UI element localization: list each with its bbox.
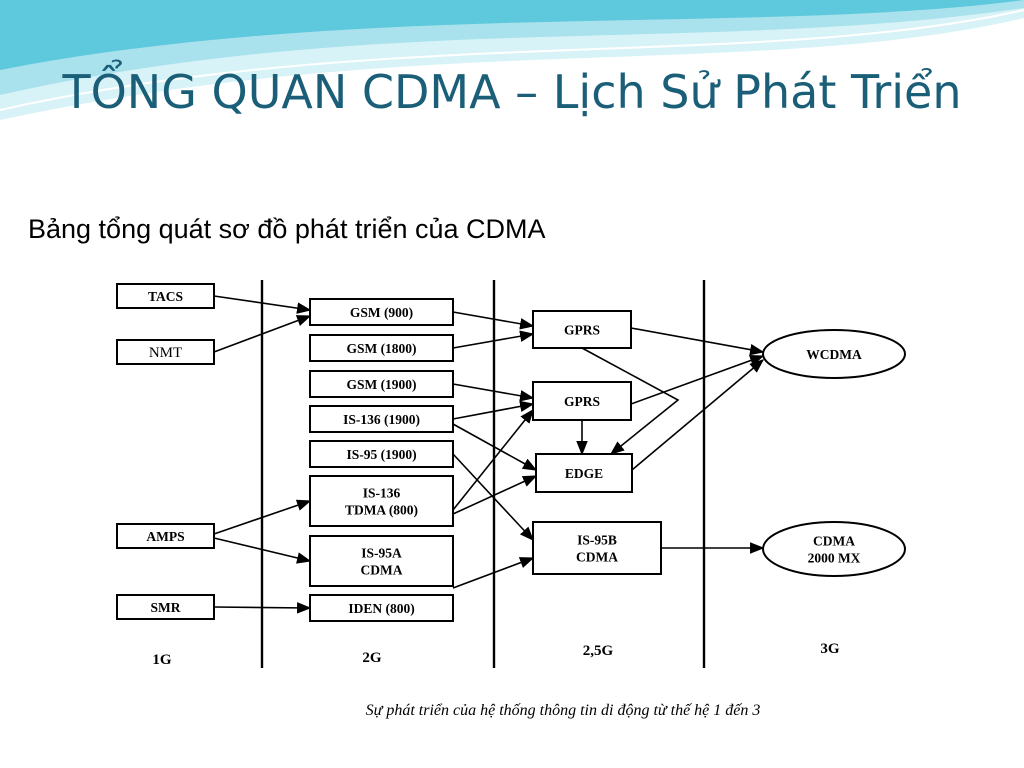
node-label: 2000 MX (808, 551, 861, 566)
node-shape (309, 370, 454, 398)
node-label: TDMA (800) (345, 503, 418, 518)
swoosh-band-strong (0, 0, 1024, 70)
arrow-gsm1900-to-gprs2 (452, 383, 535, 402)
arrow-smr-to-iden (213, 602, 312, 614)
node-label: SMR (151, 600, 181, 615)
node-label: WCDMA (806, 347, 862, 362)
node-label: AMPS (146, 529, 184, 544)
node-gprs1: GPRS (532, 310, 632, 349)
node-label: TACS (148, 289, 183, 304)
diagram-caption: Sự phát triển của hệ thống thông tin di … (366, 702, 761, 719)
node-label: GSM (1900) (346, 377, 416, 392)
arrow-gprs1-to-edge (581, 347, 680, 455)
node-gsm900: GSM (900) (309, 298, 454, 326)
node-is95-1900: IS-95 (1900) (309, 440, 454, 468)
arrow-edge-to-wcdma (631, 359, 765, 471)
diagram-canvas: TACS NMT AMPS SMR GSM (900) GSM (1800) GSM (19… (116, 280, 906, 719)
arrow-amps-to-is136_tdma (213, 499, 312, 535)
node-label: CDMA (576, 550, 618, 565)
node-shape (309, 334, 454, 362)
node-label: CDMA (813, 534, 855, 549)
node-shape (309, 475, 454, 527)
node-label: GPRS (564, 394, 600, 409)
arrow-gprs2-to-wcdma (630, 355, 765, 405)
cdma-evolution-diagram: TACS NMT AMPS SMR GSM (900) GSM (1800) GSM (19… (80, 270, 940, 740)
node-label: EDGE (565, 466, 603, 481)
arrow-is136_tdma-to-edge (452, 475, 538, 515)
node-is136-1900: IS-136 (1900) (309, 405, 454, 433)
node-wcdma: WCDMA (762, 329, 906, 379)
generation-label-2-5g: 2,5G (583, 643, 614, 659)
node-shape (309, 440, 454, 468)
generation-dividers (260, 280, 706, 668)
node-amps: AMPS (116, 523, 215, 549)
node-tacs: TACS (116, 283, 215, 309)
arrow-tacs-to-gsm900 (213, 295, 312, 314)
node-label: IS-95A (361, 546, 402, 561)
node-gsm1900: GSM (1900) (309, 370, 454, 398)
node-shape (116, 523, 215, 549)
node-label: IS-136 (1900) (343, 412, 420, 427)
generation-label-1g: 1G (152, 652, 172, 668)
arrow-nmt-to-gsm900 (213, 315, 312, 353)
header-swoosh-decoration (0, 0, 1024, 120)
arrow-is136_tdma-to-gprs2 (452, 408, 534, 511)
node-label: GPRS (564, 323, 600, 338)
node-gprs2: GPRS (532, 381, 632, 421)
node-shape (532, 310, 632, 349)
node-label: CDMA (361, 563, 403, 578)
node-shape (116, 339, 215, 365)
node-is95a: IS-95A CDMA (309, 535, 454, 587)
arrow-is136_1900-to-gprs2 (452, 400, 535, 420)
arrow-is95a-to-is95b (452, 557, 535, 589)
node-edge: EDGE (535, 453, 633, 493)
node-smr: SMR (116, 594, 215, 620)
arrow-gprs1-to-wcdma (630, 327, 765, 356)
generation-labels: 1G 2G 2,5G 3G (152, 641, 840, 668)
generation-label-3g: 3G (820, 641, 840, 657)
node-gsm1800: GSM (1800) (309, 334, 454, 362)
node-label: GSM (1800) (346, 341, 416, 356)
node-label: IS-136 (363, 486, 401, 501)
node-shape (309, 594, 454, 622)
node-label: IDEN (800) (348, 601, 414, 616)
node-label: IS-95B (577, 533, 617, 548)
node-shape (116, 594, 215, 620)
node-shape (535, 453, 633, 493)
node-shape (762, 329, 906, 379)
node-shape (532, 521, 662, 575)
connection-arrows (213, 295, 765, 614)
node-nmt: NMT (116, 339, 215, 365)
node-shape (116, 283, 215, 309)
arrow-is95_1900-to-is95b (452, 453, 534, 542)
node-shape (309, 298, 454, 326)
node-label: IS-95 (1900) (346, 447, 416, 462)
node-is95b: IS-95B CDMA (532, 521, 662, 575)
node-label: NMT (149, 345, 182, 361)
node-cdma2000: CDMA 2000 MX (762, 521, 906, 577)
node-shape (532, 381, 632, 421)
slide-title: TỔNG QUAN CDMA – Lịch Sử Phát Triển (62, 65, 962, 119)
arrow-gsm1800-to-gprs1 (452, 330, 535, 349)
arrow-amps-to-is95a (213, 537, 312, 564)
swoosh-line (0, 9, 1024, 111)
arrow-is136_1900-to-edge (452, 423, 538, 471)
node-shape (762, 521, 906, 577)
arrow-gsm900-to-gprs1 (452, 311, 535, 330)
node-label: GSM (900) (350, 305, 413, 320)
technology-nodes: TACS NMT AMPS SMR GSM (900) GSM (1800) GSM (19… (116, 283, 906, 622)
node-shape (309, 405, 454, 433)
node-shape (309, 535, 454, 587)
generation-label-2g: 2G (362, 650, 382, 666)
slide-subtitle: Bảng tổng quát sơ đồ phát triển của CDMA (28, 214, 546, 244)
node-iden: IDEN (800) (309, 594, 454, 622)
